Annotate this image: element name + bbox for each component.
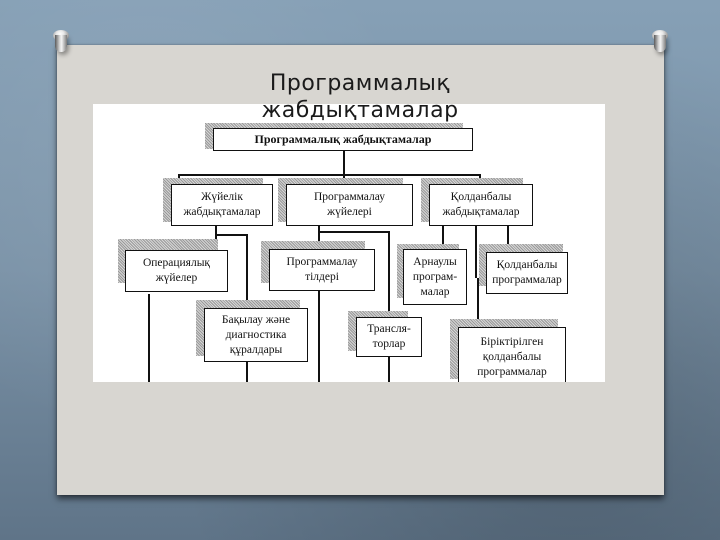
box-label: программалар <box>477 365 547 378</box>
box-label: Қолданбалы <box>450 191 512 203</box>
title-line-2: жабдықтамалар <box>261 98 459 123</box>
box-label: Арнаулы <box>413 255 457 268</box>
box-label: Программалау <box>313 191 386 203</box>
box-label: Біріктірілген <box>480 335 544 348</box>
box-label: программалар <box>492 274 562 286</box>
programming-systems-box: Программалау жүйелері <box>286 184 413 226</box>
diagnostics-tools-box: Бақылау және диагностика құралдары <box>204 308 308 362</box>
applied-programs-box: Қолданбалы программалар <box>486 252 568 294</box>
integrated-programs-box: Біріктірілген қолданбалы программалар <box>458 327 566 382</box>
system-software-box: Жүйелік жабдықтамалар <box>171 184 273 226</box>
box-label: жабдықтамалар <box>442 206 520 218</box>
box-label: жүйелер <box>155 272 198 284</box>
title-line-1: Программалық <box>269 71 451 96</box>
box-label: жүйелері <box>327 206 372 218</box>
root-box: Программалық жабдықтамалар <box>213 128 473 151</box>
box-label: жабдықтамалар <box>183 206 261 218</box>
special-programs-box: Арнаулы програм- малар <box>403 249 467 305</box>
programming-languages-box: Программалау тілдері <box>269 249 375 291</box>
box-label: програм- <box>412 270 458 283</box>
pin-top-right-icon <box>651 30 669 56</box>
box-label: диагностика <box>225 328 287 341</box>
box-label: малар <box>420 285 450 298</box>
box-label: торлар <box>372 338 406 350</box>
box-label: Қолданбалы <box>496 259 558 271</box>
slide-title: Программалық жабдықтамалар <box>0 70 720 124</box>
box-label: Трансля- <box>367 323 411 335</box>
box-label: қолданбалы <box>482 350 542 363</box>
box-label: Бақылау және <box>221 313 291 326</box>
operating-systems-box: Операциялық жүйелер <box>125 250 228 292</box>
box-label: тілдері <box>305 271 339 283</box>
box-label: Программалау <box>286 256 358 268</box>
box-label: Жүйелік <box>201 191 243 203</box>
pin-top-left-icon <box>52 30 70 56</box>
software-hierarchy-diagram: Программалық жабдықтамалар Жүйелік жабды… <box>93 104 605 382</box>
translators-box: Трансля- торлар <box>356 317 422 357</box>
application-software-box: Қолданбалы жабдықтамалар <box>429 184 533 226</box>
root-label: Программалық жабдықтамалар <box>254 132 432 146</box>
box-label: Операциялық <box>142 257 211 269</box>
box-label: құралдары <box>229 343 283 356</box>
